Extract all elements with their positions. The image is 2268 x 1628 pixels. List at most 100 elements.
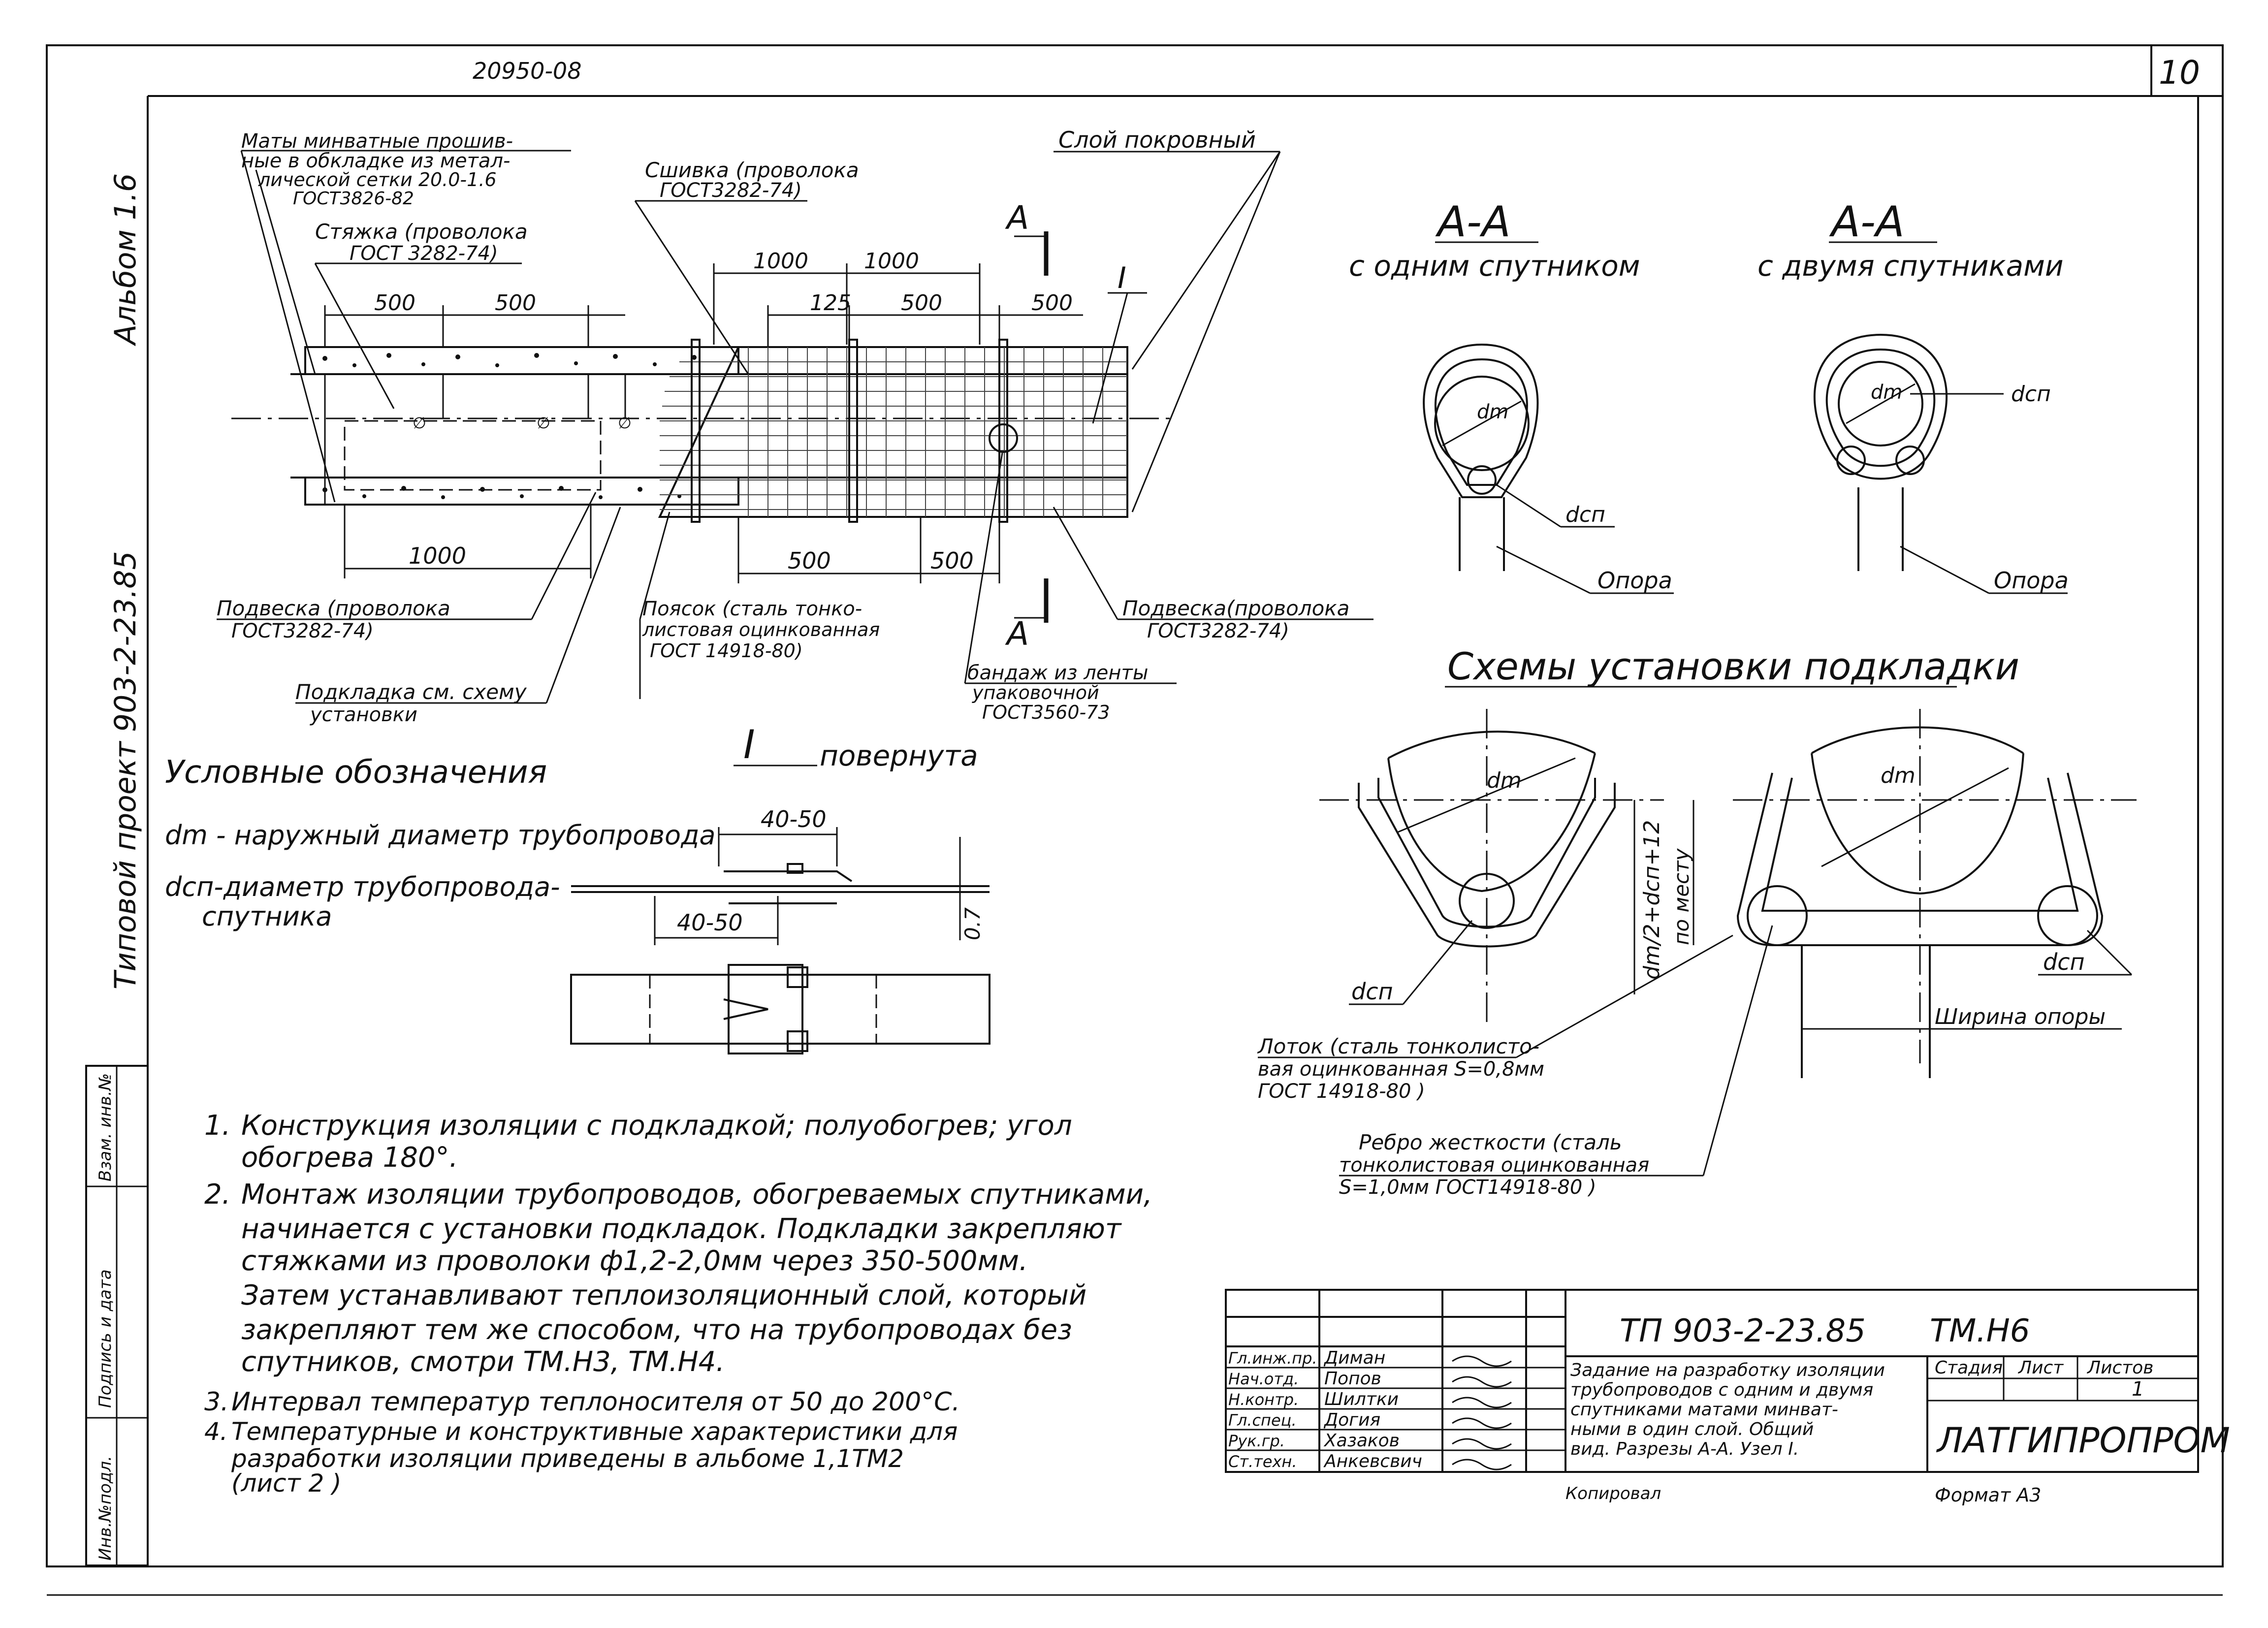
note-1-l1: Конструкция изоляции с подкладкой; полуо…	[241, 1110, 1072, 1142]
tb-name-1: Попов	[1324, 1369, 1381, 1389]
tb-sheet-val: 1	[2132, 1378, 2144, 1401]
legend-dcp-1: dсп-диаметр трубопровода-	[165, 871, 560, 902]
section-one-satellite: А-А с одним спутником dm dсп Опора	[1349, 197, 1674, 594]
section-two-opora: Опора	[1994, 567, 2069, 594]
section-two-dcp: dсп	[2011, 382, 2051, 407]
scheme-right-po-mestu: по месту	[1669, 848, 1693, 945]
note-4-num: 4.	[204, 1417, 228, 1446]
label-poyazhka-1: Поясок (сталь тонко-	[642, 598, 862, 620]
dim-500-c: 500	[901, 290, 942, 316]
node-dim-1: 40-50	[761, 806, 827, 832]
tb-desc-4: вид. Разрезы А-А. Узел I.	[1570, 1439, 1799, 1459]
svg-text:∅: ∅	[537, 414, 550, 432]
dim-500-a: 500	[374, 290, 415, 316]
label-sshivka-2: ГОСТ3282-74)	[660, 179, 802, 202]
stamp-sign: Подпись и дата	[96, 1269, 115, 1408]
label-styazhka-1: Стяжка (проволока	[315, 220, 528, 244]
tb-name-4: Хазаков	[1323, 1431, 1400, 1451]
dim-1000-a: 1000	[753, 249, 808, 274]
label-podveska-right-1: Подвеска(проволока	[1122, 596, 1349, 620]
note-2-num: 2.	[204, 1179, 230, 1211]
dim-500-bottom-a: 500	[788, 547, 831, 574]
label-podveska-right-2: ГОСТ3282-74)	[1147, 620, 1289, 642]
legend-title: Условные обозначения	[165, 754, 547, 791]
tb-stage-hdr: Стадия	[1935, 1358, 2003, 1378]
side-project: Типовой проект 903-2-23.85	[108, 551, 143, 990]
note-2-l2: начинается с установки подкладок. Подкла…	[241, 1213, 1122, 1245]
stamp-vzam: Взам. инв.№	[96, 1073, 115, 1181]
label-lotok-1: Лоток (сталь тонколисто-	[1257, 1034, 1539, 1058]
dim-500-b: 500	[495, 290, 536, 316]
label-poyazhka-3: ГОСТ 14918-80)	[650, 640, 803, 662]
label-bandazh-2: упаковочной	[972, 682, 1099, 703]
schemes-installation: Схемы установки подкладки dm dm/2+dсп+12…	[1257, 644, 2137, 1199]
leader-labels: Маты минватные прошив- ные в обкладке из…	[217, 127, 1374, 726]
label-maty-2: ные в обкладке из метал-	[241, 150, 510, 172]
tb-role-0: Гл.инж.пр.	[1228, 1349, 1317, 1368]
label-maty-1: Маты минватные прошив-	[241, 130, 513, 153]
outer-frame	[46, 44, 2224, 1567]
label-lotok-2: вая оцинкованная S=0,8мм	[1258, 1058, 1544, 1081]
note-4-l2: разработки изоляции приведены в альбоме …	[231, 1444, 904, 1473]
section-two-subtitle: с двумя спутниками	[1757, 249, 2064, 283]
label-maty-4: ГОСТ3826-82	[293, 189, 414, 209]
node-dim-3: 0.7	[960, 907, 985, 940]
tb-name-0: Диман	[1323, 1348, 1385, 1368]
section-two-dm: dm	[1871, 381, 1902, 404]
stamp-inv: Инв.№подл.	[96, 1456, 115, 1561]
tb-role-4: Рук.гр.	[1228, 1432, 1285, 1450]
tb-name-2: Шилтки	[1324, 1389, 1399, 1409]
tb-desc-0: Задание на разработку изоляции	[1570, 1360, 1885, 1380]
svg-text:∅: ∅	[413, 414, 426, 432]
legend: Условные обозначения dm - наружный диаме…	[165, 754, 716, 932]
dimensions-top: 1000 1000 500 500 125 500 500	[324, 249, 1083, 347]
label-styazhka-2: ГОСТ 3282-74)	[350, 242, 498, 265]
note-4-l3: (лист 2 )	[231, 1469, 342, 1498]
node-mark-top: I	[1118, 261, 1126, 295]
label-podveska-left-1: Подвеска (проволока	[217, 596, 450, 620]
tb-desc-2: спутниками матами минват-	[1570, 1400, 1838, 1420]
label-maty-3: лической сетки 20.0-1.6	[258, 169, 497, 191]
legend-dm: dm - наружный диаметр трубопровода	[165, 820, 716, 851]
scheme-left-dm: dm	[1487, 768, 1522, 793]
section-one-dm: dm	[1477, 401, 1508, 423]
scheme-left-dcp: dсп	[1351, 978, 1393, 1005]
dim-1000-bottom: 1000	[409, 543, 466, 569]
label-poyazhka-2: листовая оцинкованная	[642, 619, 880, 640]
label-sloy: Слой покровный	[1058, 127, 1256, 153]
label-lotok-3: ГОСТ 14918-80 )	[1258, 1080, 1425, 1103]
dim-1000-b: 1000	[864, 249, 919, 274]
section-one-dcp: dсп	[1565, 502, 1605, 527]
tb-desc-3: ными в один слой. Общий	[1570, 1419, 1814, 1439]
title-block: ТП 903-2-23.85 ТМ.Н6 Гл.инж.пр. Нач.отд.…	[1225, 1289, 2230, 1506]
dim-500-d: 500	[1031, 290, 1073, 316]
dimensions-bottom: 1000 500 500	[344, 505, 1000, 583]
tb-role-1: Нач.отд.	[1228, 1370, 1299, 1388]
sheet-number: 10	[2159, 54, 2200, 92]
tb-name-5: Анкевсвич	[1323, 1451, 1422, 1471]
note-3-num: 3.	[204, 1387, 229, 1417]
tb-org: ЛАТГИПРОПРОМ	[1936, 1420, 2230, 1461]
section-one-subtitle: с одним спутником	[1349, 249, 1640, 283]
tb-name-3: Догия	[1323, 1410, 1380, 1430]
tb-sheet-hdr: Лист	[2017, 1358, 2064, 1378]
tb-role-2: Н.контр.	[1228, 1390, 1299, 1409]
notes: 1. Конструкция изоляции с подкладкой; по…	[204, 1110, 1152, 1498]
label-podveska-left-2: ГОСТ3282-74)	[231, 620, 374, 642]
note-2-l4: Затем устанавливают теплоизоляционный сл…	[241, 1279, 1086, 1311]
label-rebro-2: тонколистовая оцинкованная	[1339, 1154, 1649, 1177]
side-album: Альбом 1.6	[108, 173, 143, 347]
note-4-l1: Температурные и конструктивные характери…	[231, 1417, 958, 1446]
label-rebro-3: S=1,0мм ГОСТ14918-80 )	[1339, 1176, 1597, 1199]
label-bandazh-1: бандаж из ленты	[967, 662, 1148, 684]
section-mark-top: А	[1005, 199, 1029, 237]
note-1-num: 1.	[204, 1110, 230, 1142]
section-two-satellites: А-А с двумя спутниками dm dсп Опора	[1757, 197, 2069, 594]
tb-copied: Копировал	[1565, 1484, 1661, 1503]
note-3-l1: Интервал температур теплоносителя от 50 …	[231, 1387, 960, 1417]
label-podkladka-2: установки	[310, 703, 417, 726]
dim-125: 125	[810, 290, 851, 316]
label-podkladka-1: Подкладка см. схему	[295, 680, 527, 704]
section-one-opora: Опора	[1597, 567, 1672, 594]
